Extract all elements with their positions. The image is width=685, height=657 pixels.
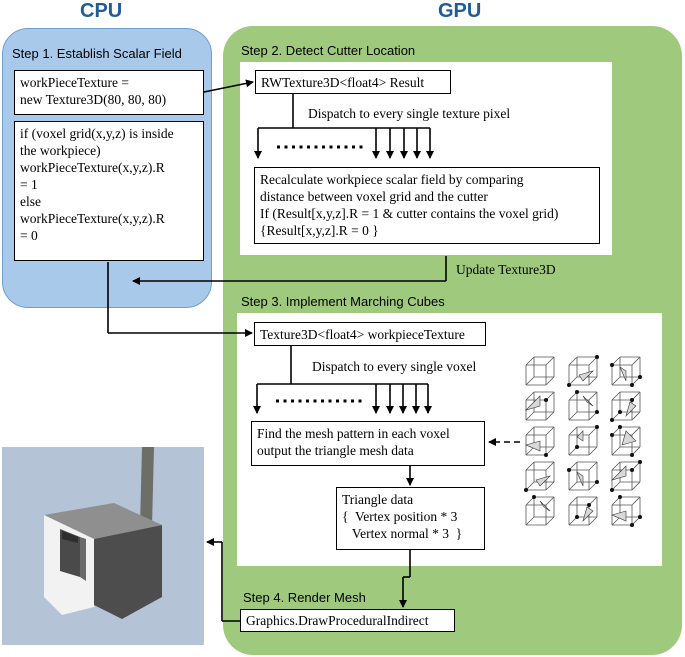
marching-cube-case xyxy=(524,391,555,421)
sequence-dot xyxy=(358,399,362,403)
sequence-dot xyxy=(313,399,317,403)
recalc-line-1: Recalculate workpiece scalar field by co… xyxy=(260,172,524,187)
sequence-dot xyxy=(329,145,333,149)
recalculate-box: Recalculate workpiece scalar field by co… xyxy=(254,167,600,244)
sequence-dot xyxy=(343,399,347,403)
texture-alloc-box: workPieceTexture = new Texture3D(80, 80,… xyxy=(14,70,204,115)
triangle-line-1: Triangle data xyxy=(342,492,414,507)
marching-cube-case xyxy=(610,425,641,457)
init-line-3: workPieceTexture(x,y,z).R xyxy=(20,160,165,175)
sequence-dot xyxy=(321,399,324,403)
marching-cube-case xyxy=(567,461,599,491)
marching-cube-case xyxy=(524,461,555,492)
cpu-header: CPU xyxy=(80,0,123,22)
sequence-dot xyxy=(359,145,363,149)
triangle-data-box: Triangle data { Vertex position * 3 Vert… xyxy=(336,487,485,550)
render-call-box: Graphics.DrawProceduralIndirect xyxy=(240,609,455,632)
init-line-2: the workpiece) xyxy=(20,143,101,158)
3d-workpiece-render-image xyxy=(2,447,204,645)
sequence-dot xyxy=(283,399,287,403)
triangle-line-3: Vertex normal * 3 } xyxy=(342,526,463,541)
gpu-header: GPU xyxy=(438,0,482,22)
sequence-dot xyxy=(344,145,348,149)
step1-title: Step 1. Establish Scalar Field xyxy=(12,46,182,61)
init-line-6: workPieceTexture(x,y,z).R xyxy=(20,211,165,226)
marching-cube-case xyxy=(525,495,555,526)
sequence-dot xyxy=(291,399,294,403)
result-texture-box: RWTexture3D<float4> Result xyxy=(255,70,451,94)
recalc-line-4: {Result[x,y,z].R = 0 } xyxy=(260,223,379,238)
marching-cube-case xyxy=(568,496,598,526)
init-line-4: = 1 xyxy=(20,177,38,192)
sequence-dot xyxy=(328,399,332,403)
sequence-dot xyxy=(352,145,355,149)
step3-title: Step 3. Implement Marching Cubes xyxy=(241,294,445,309)
marching-cube-case xyxy=(567,355,599,387)
marching-cube-case xyxy=(610,460,642,492)
sequence-dot xyxy=(277,145,280,149)
marching-cube-case xyxy=(525,356,555,386)
marching-cube-case xyxy=(610,356,642,387)
sequence-dot xyxy=(351,399,354,403)
marching-cube-case xyxy=(611,495,642,527)
sequence-dot xyxy=(307,145,310,149)
sequence-dot xyxy=(276,399,279,403)
sequence-dot xyxy=(337,145,340,149)
recalc-line-2: distance between voxel grid and the cutt… xyxy=(260,189,488,204)
dispatch-pixel-label: Dispatch to every single texture pixel xyxy=(308,106,511,121)
marching-cube-case xyxy=(568,390,599,421)
mesh-line-1: Find the mesh pattern in each voxel xyxy=(257,426,450,441)
update-texture-label: Update Texture3D xyxy=(456,262,556,277)
workpiece-texture-box: Texture3D<float4> workpieceTexture xyxy=(254,322,486,346)
marching-cube-case xyxy=(568,425,599,456)
sequence-dot xyxy=(322,145,325,149)
texture-alloc-line-1: workPieceTexture = xyxy=(20,75,130,90)
recalc-line-3: If (Result[x,y,z].R = 1 & cutter contain… xyxy=(260,206,559,221)
texture-alloc-line-2: new Texture3D(80, 80, 80) xyxy=(20,92,167,107)
marching-cube-case xyxy=(525,426,555,457)
init-scalar-box: if (voxel grid(x,y,z) is inside the work… xyxy=(14,121,204,261)
sequence-dot xyxy=(292,145,295,149)
step4-title: Step 4. Render Mesh xyxy=(243,590,366,605)
marching-cube-case xyxy=(610,391,641,422)
dispatch-voxel-label: Dispatch to every single voxel xyxy=(312,359,477,374)
init-line-5: else xyxy=(20,194,41,209)
sequence-dot xyxy=(336,399,339,403)
sequence-dot xyxy=(306,399,309,403)
sequence-dot xyxy=(284,145,288,149)
mesh-line-2: output the triangle mesh data xyxy=(257,443,414,458)
init-line-7: = 0 xyxy=(20,228,38,243)
marching-cubes-cases-image xyxy=(524,355,642,527)
sequence-dot xyxy=(298,399,302,403)
sequence-dot xyxy=(314,145,318,149)
mesh-pattern-box: Find the mesh pattern in each voxel outp… xyxy=(251,421,485,466)
step2-title: Step 2. Detect Cutter Location xyxy=(241,43,416,58)
sequence-dot xyxy=(299,145,303,149)
triangle-line-2: { Vertex position * 3 xyxy=(342,509,458,524)
init-line-1: if (voxel grid(x,y,z) is inside xyxy=(20,126,174,141)
